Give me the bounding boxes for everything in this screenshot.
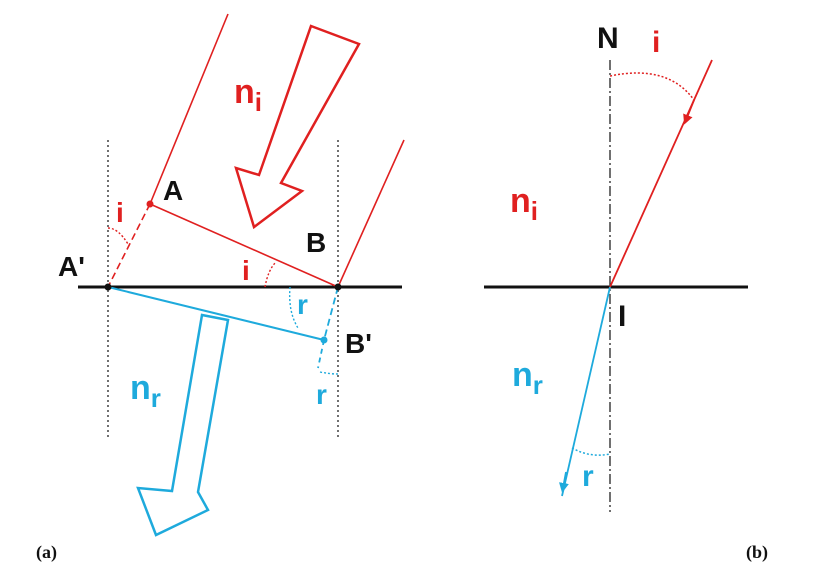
incident-ray-right <box>337 139 405 288</box>
label-medium-refracted-b: nr <box>512 356 543 400</box>
refracted-ray-right-dashed <box>323 286 339 341</box>
panel-a: A A' B B' i i r r ni nr (a) <box>36 13 405 563</box>
angle-arc-r-b <box>571 447 611 456</box>
label-medium-refracted-a: nr <box>130 369 161 413</box>
label-angle-r-top: r <box>297 289 308 320</box>
refracted-ray-b-arrow <box>559 471 569 493</box>
label-medium-incident-b: ni <box>510 182 538 226</box>
angle-arc-i-b <box>609 72 695 101</box>
angle-arc-i-top <box>107 227 129 245</box>
label-point-b: B <box>306 227 326 258</box>
angle-arc-r-bottom <box>319 371 339 375</box>
point-b-prime-dot <box>320 336 328 344</box>
refracted-direction-arrow <box>136 313 230 537</box>
label-point-b-prime: B' <box>345 328 372 359</box>
label-point-a: A <box>163 175 183 206</box>
label-angle-i-b: i <box>652 26 660 59</box>
refracted-ray-b <box>561 286 611 497</box>
point-a-prime-dot <box>104 283 112 291</box>
panel-b: N i I r ni nr (b) <box>484 22 768 563</box>
label-angle-r-bottom: r <box>316 379 327 410</box>
caption-panel-b: (b) <box>746 542 768 563</box>
label-point-i: I <box>618 300 626 333</box>
incident-ray-b-arrow <box>683 99 695 125</box>
label-angle-i-bottom: i <box>242 255 250 286</box>
point-a-dot <box>146 200 154 208</box>
incident-ray-b <box>609 59 713 288</box>
label-angle-i-top: i <box>116 197 124 228</box>
label-point-a-prime: A' <box>58 251 85 282</box>
refracted-wavefront <box>107 286 325 341</box>
angle-arc-i-bottom <box>264 261 277 288</box>
label-medium-incident-a: ni <box>234 73 262 117</box>
incident-direction-arrow <box>234 24 361 230</box>
label-normal-n: N <box>597 22 619 55</box>
incident-ray-left-dashed <box>107 203 151 288</box>
caption-panel-a: (a) <box>36 542 57 563</box>
incident-ray-left <box>149 13 229 205</box>
point-b-dot <box>334 283 342 291</box>
refracted-ray-right <box>317 339 325 369</box>
incident-wavefront <box>149 203 339 288</box>
label-angle-r-b: r <box>582 460 594 493</box>
